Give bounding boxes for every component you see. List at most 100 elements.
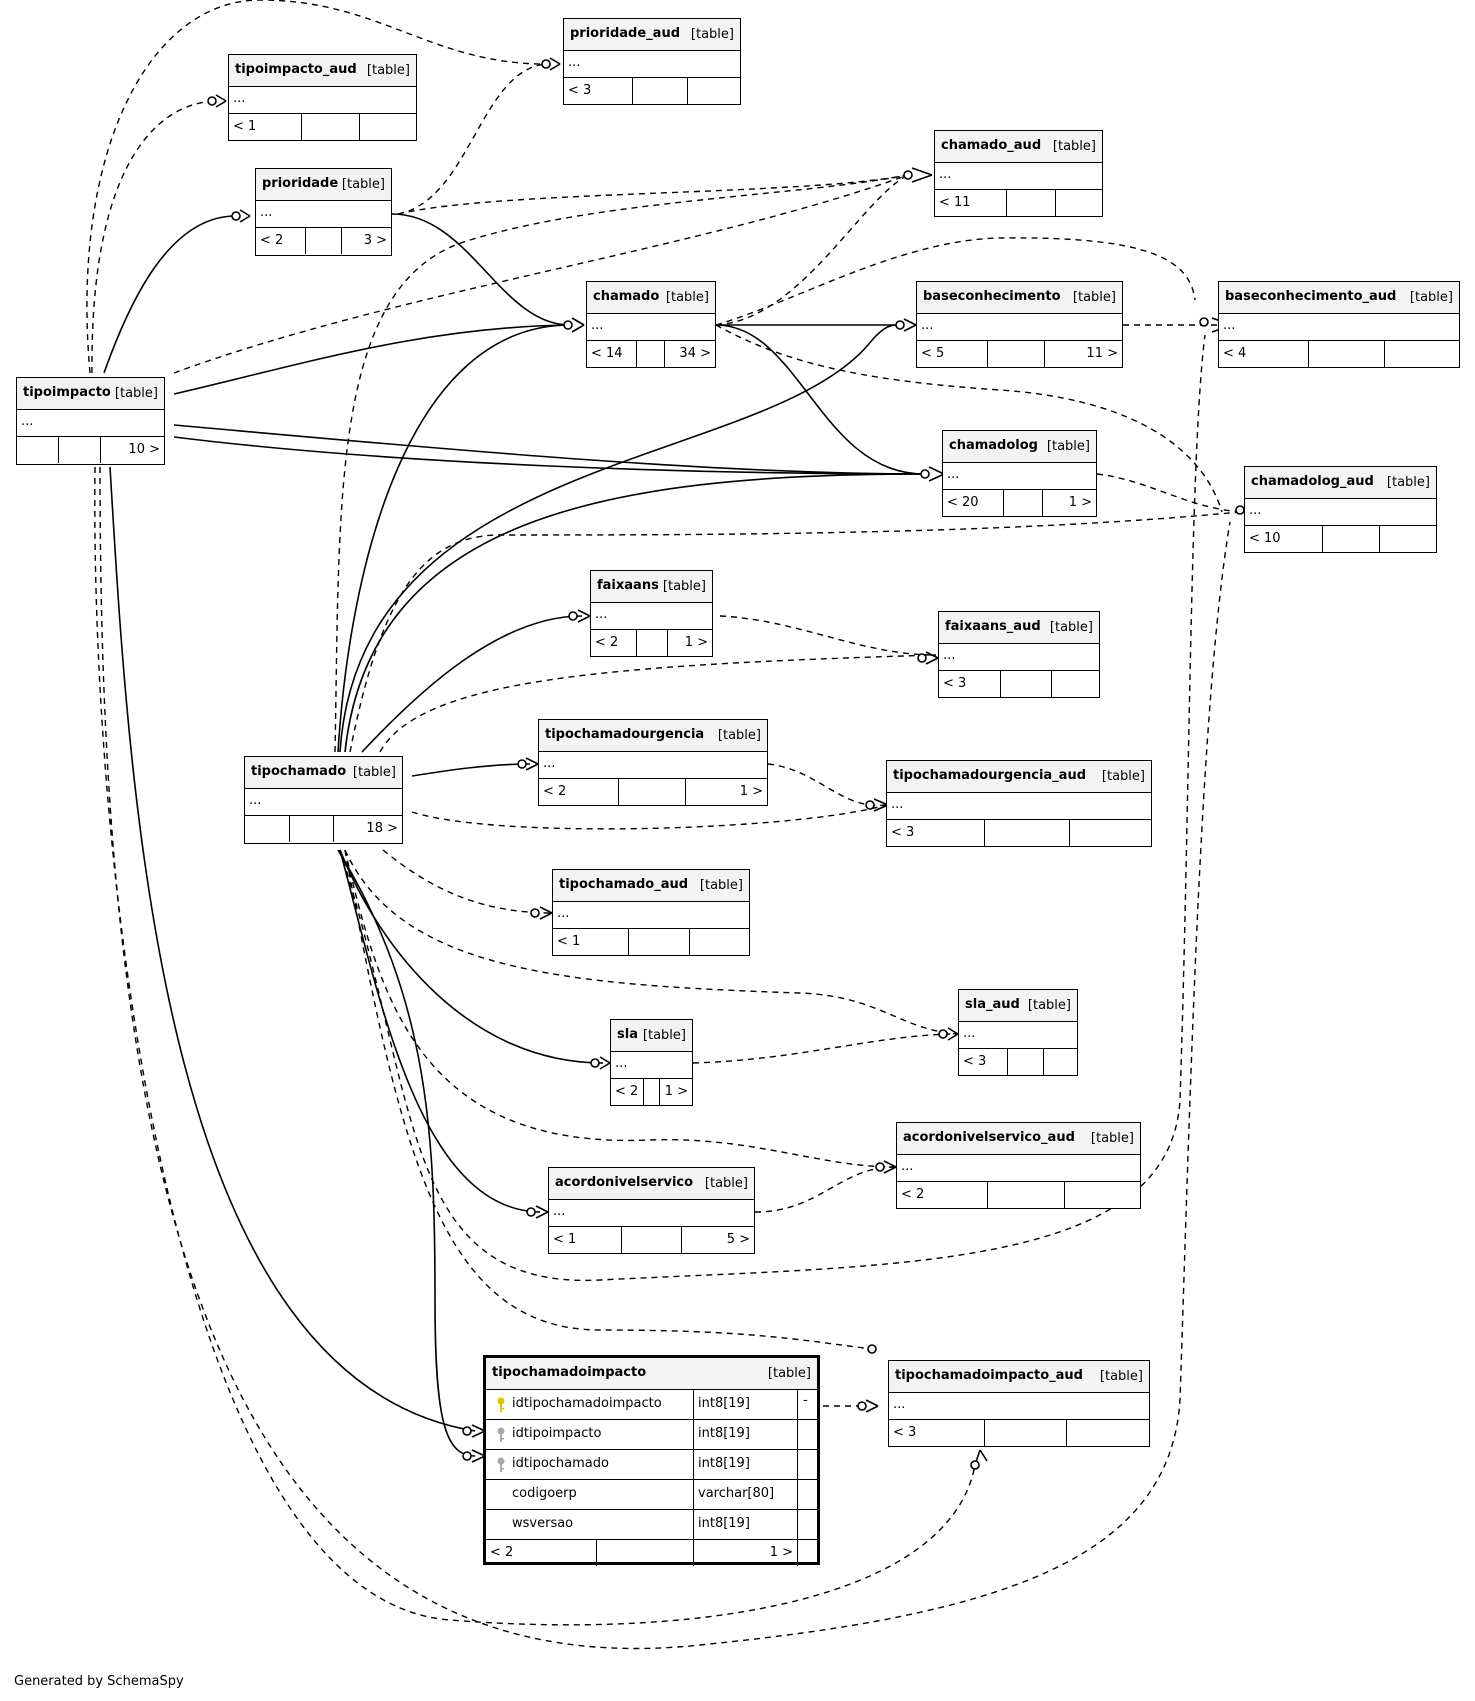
edge-tipochamado-baseconhecimento: [339, 324, 897, 753]
primary-key-icon: [496, 1397, 506, 1417]
column-name: idtipoimpacto: [486, 1420, 694, 1449]
children-count: [1056, 190, 1102, 216]
table-tipoimpacto-aud[interactable]: tipoimpacto_aud[table] ... < 1: [228, 54, 417, 141]
table-sla-aud[interactable]: sla_aud[table] ... < 3: [958, 989, 1078, 1076]
relationship-counts: < 4: [1219, 341, 1459, 367]
table-name: tipochamadourgencia: [545, 727, 705, 742]
table-name: tipochamadourgencia_aud: [893, 768, 1087, 783]
children-count: [1385, 341, 1459, 367]
edge-tipochamado-chamado: [337, 324, 571, 753]
column-name: codigoerp: [486, 1480, 694, 1509]
edge-sla-sla-aud: [692, 1033, 959, 1064]
columns-ellipsis: ...: [539, 752, 767, 779]
children-count: 1 >: [684, 635, 708, 650]
table-acordonivelservico-aud[interactable]: acordonivelservico_aud[table] ... < 2: [896, 1122, 1141, 1209]
rows-count: [1309, 341, 1385, 367]
children-count: [1044, 1049, 1077, 1075]
rows-count: [306, 228, 342, 254]
table-name: tipochamadoimpacto: [492, 1365, 647, 1380]
columns-ellipsis: ...: [245, 789, 402, 816]
columns-ellipsis: ...: [1219, 314, 1459, 341]
table-sla[interactable]: sla[table] ... < 2 1 >: [610, 1019, 693, 1106]
columns-ellipsis: ...: [553, 902, 749, 929]
table-tipochamado-aud[interactable]: tipochamado_aud[table] ... < 1: [552, 869, 750, 956]
edge-chamadolog-chamadolog-aud: [1096, 473, 1246, 513]
rows-count: [633, 78, 688, 104]
table-tipochamadoimpacto-aud[interactable]: tipochamadoimpacto_aud[table] ... < 3: [888, 1360, 1150, 1447]
rows-count: [59, 437, 101, 463]
table-chamadolog-aud[interactable]: chamadolog_aud[table] ... < 10: [1244, 466, 1437, 553]
table-name: chamado: [593, 289, 660, 304]
edge-prioridade-prioridade-aud: [397, 63, 547, 215]
rows-count: [619, 779, 686, 805]
columns-ellipsis: ...: [17, 410, 164, 437]
table-tipochamado[interactable]: tipochamado[table] ... 18 >: [244, 756, 403, 844]
table-faixaans-aud[interactable]: faixaans_aud[table] ... < 3: [938, 611, 1100, 698]
columns-ellipsis: ...: [935, 163, 1102, 190]
table-tipoimpacto[interactable]: tipoimpacto[table] ... 10 >: [16, 377, 165, 465]
column-name: idtipochamadoimpacto: [486, 1390, 694, 1419]
foreign-key-icon: [496, 1427, 506, 1447]
table-name: tipochamado_aud: [559, 877, 689, 892]
table-faixaans[interactable]: faixaans[table] ... < 2 1 >: [590, 570, 713, 657]
column-row[interactable]: idtipoimpacto int8[19]: [486, 1420, 817, 1450]
column-row[interactable]: codigoerp varchar[80]: [486, 1480, 817, 1510]
table-kind: [table]: [1049, 620, 1093, 635]
table-kind: [table]: [1052, 139, 1096, 154]
column-type: varchar[80]: [694, 1480, 798, 1509]
children-count: 18 >: [366, 821, 398, 836]
table-baseconhecimento[interactable]: baseconhecimento[table] ... < 5 11 >: [916, 281, 1123, 368]
column-row[interactable]: idtipochamadoimpacto int8[19]: [486, 1390, 817, 1420]
table-tipochamadoimpacto[interactable]: tipochamadoimpacto[table] idtipochamadoi…: [483, 1355, 820, 1566]
children-count: [1380, 526, 1436, 552]
column-type: int8[19]: [694, 1510, 798, 1539]
relationship-counts: < 10: [1245, 526, 1436, 552]
table-acordonivelservico[interactable]: acordonivelservico[table] ... < 1 5 >: [548, 1167, 755, 1254]
relationship-counts: < 3: [564, 78, 740, 104]
children-count: [1052, 671, 1099, 697]
edge-tipochamado-chamado-aud: [334, 174, 909, 753]
columns-ellipsis: ...: [939, 644, 1099, 671]
parents-count: < 2: [897, 1182, 988, 1208]
table-tipochamadourgencia[interactable]: tipochamadourgencia[table] ... < 2 1 >: [538, 719, 768, 806]
table-chamadolog[interactable]: chamadolog[table] ... < 20 1 >: [942, 430, 1097, 517]
relationship-counts: < 2 1 >: [611, 1079, 692, 1105]
relationship-counts: < 3: [889, 1420, 1149, 1446]
rows-count: [637, 630, 668, 656]
table-kind: [table]: [704, 1176, 748, 1191]
parents-count: < 20: [943, 490, 1004, 516]
rows-count: [637, 341, 665, 367]
table-chamado[interactable]: chamado[table] ... < 14 34 >: [586, 281, 716, 368]
parents-count: < 3: [564, 78, 633, 104]
children-count: 1 >: [739, 784, 763, 799]
table-prioridade[interactable]: prioridade[table] ... < 2 3 >: [255, 168, 392, 256]
column-type: int8[19]: [694, 1420, 798, 1449]
table-prioridade-aud[interactable]: prioridade_aud[table] ... < 3: [563, 18, 741, 105]
parents-count: [17, 437, 59, 463]
edge-faixaans-faixaans-aud: [719, 615, 937, 656]
parents-count: < 5: [917, 341, 988, 367]
relationship-counts: < 2 1 >: [591, 630, 712, 656]
parents-count: < 2: [539, 779, 619, 805]
edge-tipochamado-tipochamadourgencia-aud: [411, 804, 887, 830]
parents-count: < 2: [486, 1540, 597, 1566]
columns-ellipsis: ...: [591, 603, 712, 630]
relationship-counts: < 5 11 >: [917, 341, 1122, 367]
table-name: tipoimpacto_aud: [235, 62, 357, 77]
table-baseconhecimento-aud[interactable]: baseconhecimento_aud[table] ... < 4: [1218, 281, 1460, 368]
table-kind: [table]: [699, 878, 743, 893]
relationship-counts: < 2 3 >: [256, 228, 391, 254]
table-chamado-aud[interactable]: chamado_aud[table] ... < 11: [934, 130, 1103, 217]
column-type: int8[19]: [694, 1450, 798, 1479]
columns-ellipsis: ...: [587, 314, 715, 341]
table-name: baseconhecimento: [923, 289, 1061, 304]
column-row[interactable]: wsversao int8[19]: [486, 1510, 817, 1540]
table-name: tipochamadoimpacto_aud: [895, 1368, 1083, 1383]
rows-count: [290, 816, 334, 842]
edge-tipoimpacto-tipochamadoimpacto: [109, 466, 476, 1432]
rows-count: [302, 114, 360, 140]
edge-tipochamado-tipochamadoimpacto: [337, 849, 476, 1457]
column-row[interactable]: idtipochamado int8[19]: [486, 1450, 817, 1480]
parents-count: < 2: [256, 228, 306, 254]
table-tipochamadourgencia-aud[interactable]: tipochamadourgencia_aud[table] ... < 3: [886, 760, 1152, 847]
